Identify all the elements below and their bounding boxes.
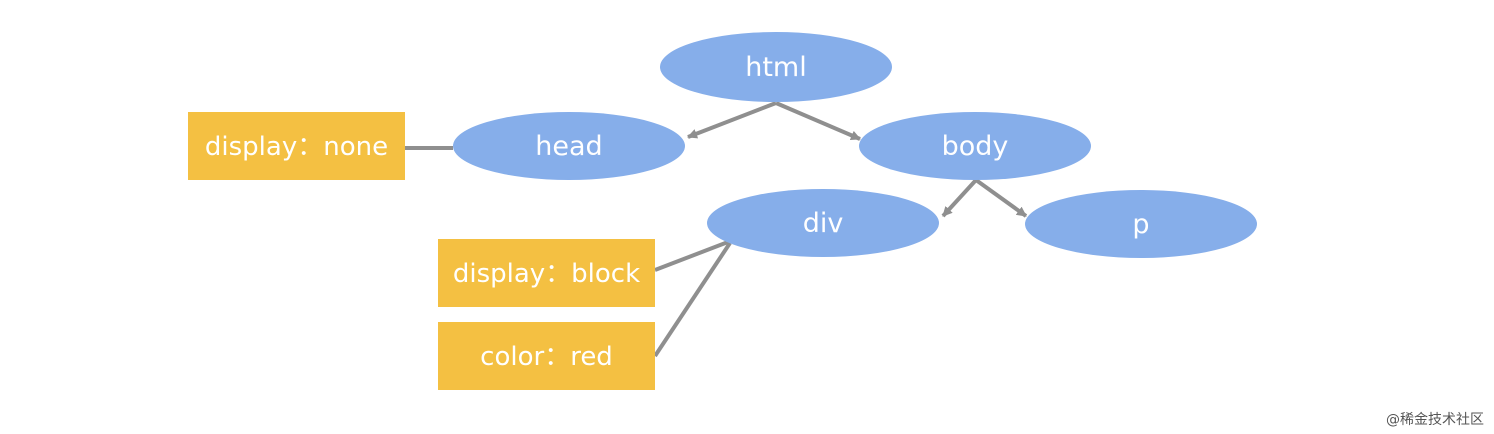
node-div: div — [707, 189, 939, 257]
node-div-shape — [707, 189, 939, 257]
property-head-display-label: display：none — [205, 132, 388, 162]
edge-body-p — [974, 178, 1028, 218]
node-html-shape — [660, 32, 892, 102]
node-div-label: div — [803, 208, 844, 239]
watermark-text: @稀金技术社区 — [1386, 412, 1484, 428]
property-head-display: display：none — [188, 112, 405, 180]
edge-body-div — [941, 178, 978, 218]
property-div-color: color：red — [438, 322, 655, 390]
node-p-label: p — [1132, 209, 1149, 240]
edge-div-display-block — [654, 240, 729, 272]
property-div-display-label: display：block — [453, 259, 640, 289]
property-div-color-box — [438, 322, 655, 390]
node-p: p — [1025, 190, 1257, 258]
node-head: head — [453, 112, 685, 180]
node-html-label: html — [745, 52, 807, 83]
edges — [405, 101, 1028, 358]
property-div-display-box — [438, 239, 655, 307]
node-head-label: head — [535, 131, 602, 162]
node-body-label: body — [942, 131, 1009, 162]
node-head-shape — [453, 112, 685, 180]
edge-html-head — [687, 101, 777, 139]
node-body-shape — [859, 112, 1091, 180]
property-head-display-box — [188, 112, 405, 180]
property-div-color-label: color：red — [480, 342, 613, 372]
node-html: html — [660, 32, 892, 102]
edge-div-color-red — [653, 241, 732, 358]
property-div-display: display：block — [438, 239, 655, 307]
node-body: body — [859, 112, 1091, 180]
edge-html-body — [775, 101, 861, 141]
node-p-shape — [1025, 190, 1257, 258]
